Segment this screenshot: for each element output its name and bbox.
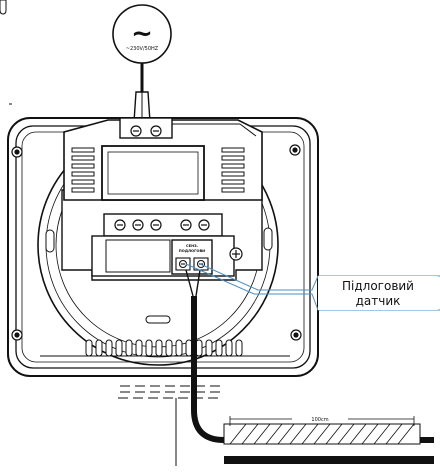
dimension-label: 100cm (311, 417, 328, 423)
power-terminal-icons (130, 125, 162, 137)
thermostat-housing (0, 0, 319, 377)
rib-row (85, 339, 243, 357)
vent-right (221, 147, 245, 193)
output-terminal-icons (114, 219, 210, 231)
vent-left (71, 147, 95, 193)
ground-screw-icon (229, 247, 243, 261)
callout-label-line1: Підлоговий (342, 279, 414, 293)
sensor-terminal-label-1: СЕНЗ. (186, 244, 198, 248)
floor-section (223, 423, 434, 464)
bottom-ribs (0, 0, 7, 15)
sensor-callout: Підлоговий датчик (185, 263, 440, 311)
dimension-indicator (229, 416, 415, 426)
callout-label-line2: датчик (356, 294, 401, 308)
power-source: ~ ~230V/50HZ (112, 4, 172, 64)
power-rating: ~230V/50HZ (126, 46, 159, 52)
sensor-terminal-label-2: ПОДЛОГОВИ (179, 249, 205, 253)
wall-lines (118, 385, 222, 466)
mounting-slots (45, 227, 273, 324)
power-cable (133, 63, 151, 123)
ac-symbol: ~ (131, 19, 153, 49)
corner-screw-icons (11, 144, 302, 341)
